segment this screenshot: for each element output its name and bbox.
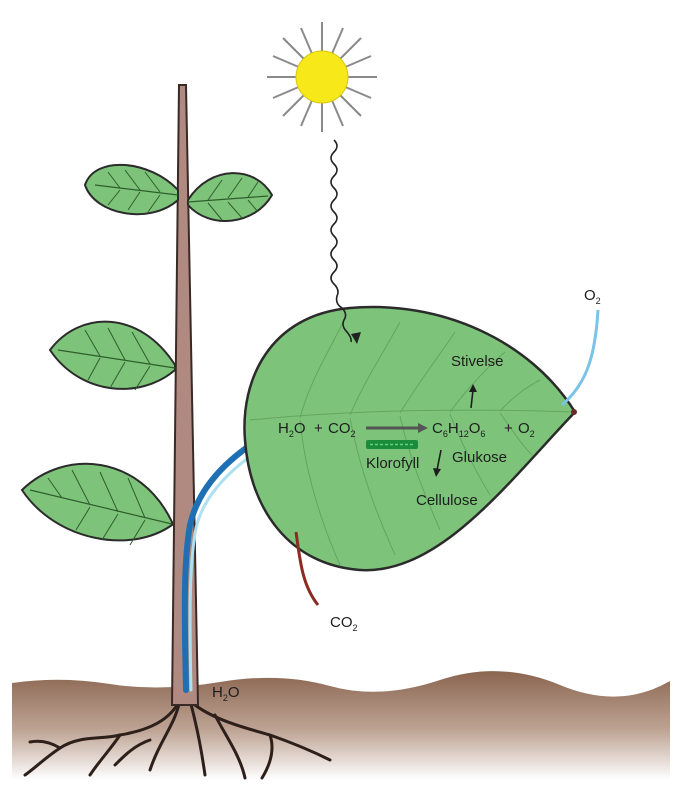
sun-icon xyxy=(267,22,377,132)
small-leaf-middle-left xyxy=(50,322,175,390)
label-glucose: Glukose xyxy=(452,449,507,466)
label-co2-in: CO2 xyxy=(330,614,358,633)
label-o2-out: O2 xyxy=(584,287,601,306)
soil xyxy=(12,671,670,780)
small-leaf-top-left xyxy=(85,165,178,214)
label-starch: Stivelse xyxy=(451,353,504,370)
small-leaf-lower-left xyxy=(22,464,172,545)
large-leaf xyxy=(244,307,577,570)
equation-plus-1: + xyxy=(314,420,323,437)
label-chlorophyll: Klorofyll xyxy=(366,455,419,472)
o2-line xyxy=(562,310,598,405)
small-leaf-top-right xyxy=(188,173,272,221)
label-cellulose: Cellulose xyxy=(416,492,478,509)
equation-plus-2: + xyxy=(504,420,513,437)
